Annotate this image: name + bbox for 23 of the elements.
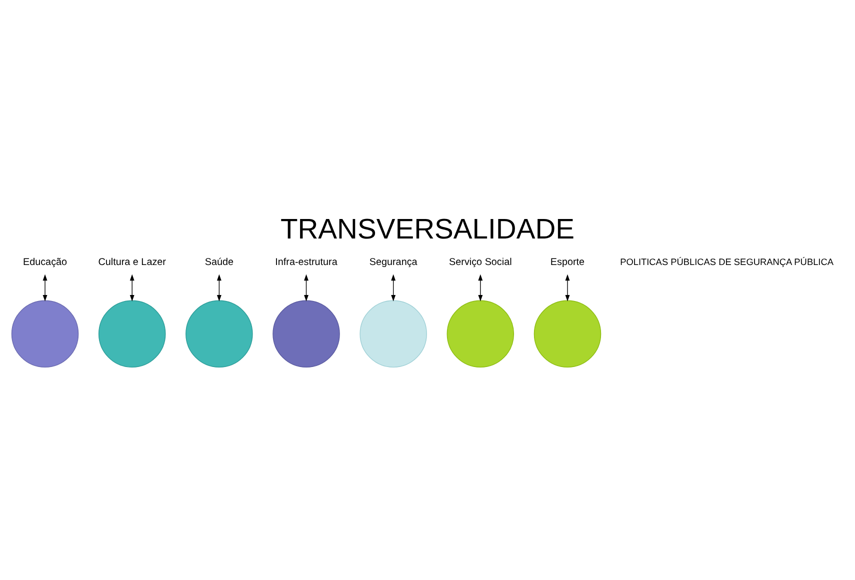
node-circle (360, 300, 427, 368)
node-text: Segurança (369, 257, 418, 268)
node-circle (446, 300, 514, 368)
diagram-title: TRANSVERSALIDADE (280, 212, 575, 244)
node-circle (11, 300, 79, 368)
arrow (478, 274, 483, 302)
node-text: Educação (22, 257, 68, 268)
arrow (304, 274, 308, 302)
arrow (216, 274, 222, 302)
arrow (565, 274, 570, 302)
node-text: Serviço Social (449, 257, 512, 268)
node-circle (534, 300, 602, 368)
node-circle (98, 300, 166, 368)
label: POLITICAS PÚBLICAS DE SEGURANÇA PÚBLICA (620, 256, 834, 267)
node-circle (186, 300, 253, 368)
arrow (42, 274, 48, 302)
arrow (391, 274, 396, 302)
node-text: Esporte (550, 257, 585, 268)
node-text: Saúde (204, 257, 234, 268)
node-circle (272, 300, 340, 368)
node-text: Cultura e Lazer (98, 257, 166, 268)
arrow (130, 274, 134, 302)
node-text: Infra-estrutura (275, 257, 338, 268)
